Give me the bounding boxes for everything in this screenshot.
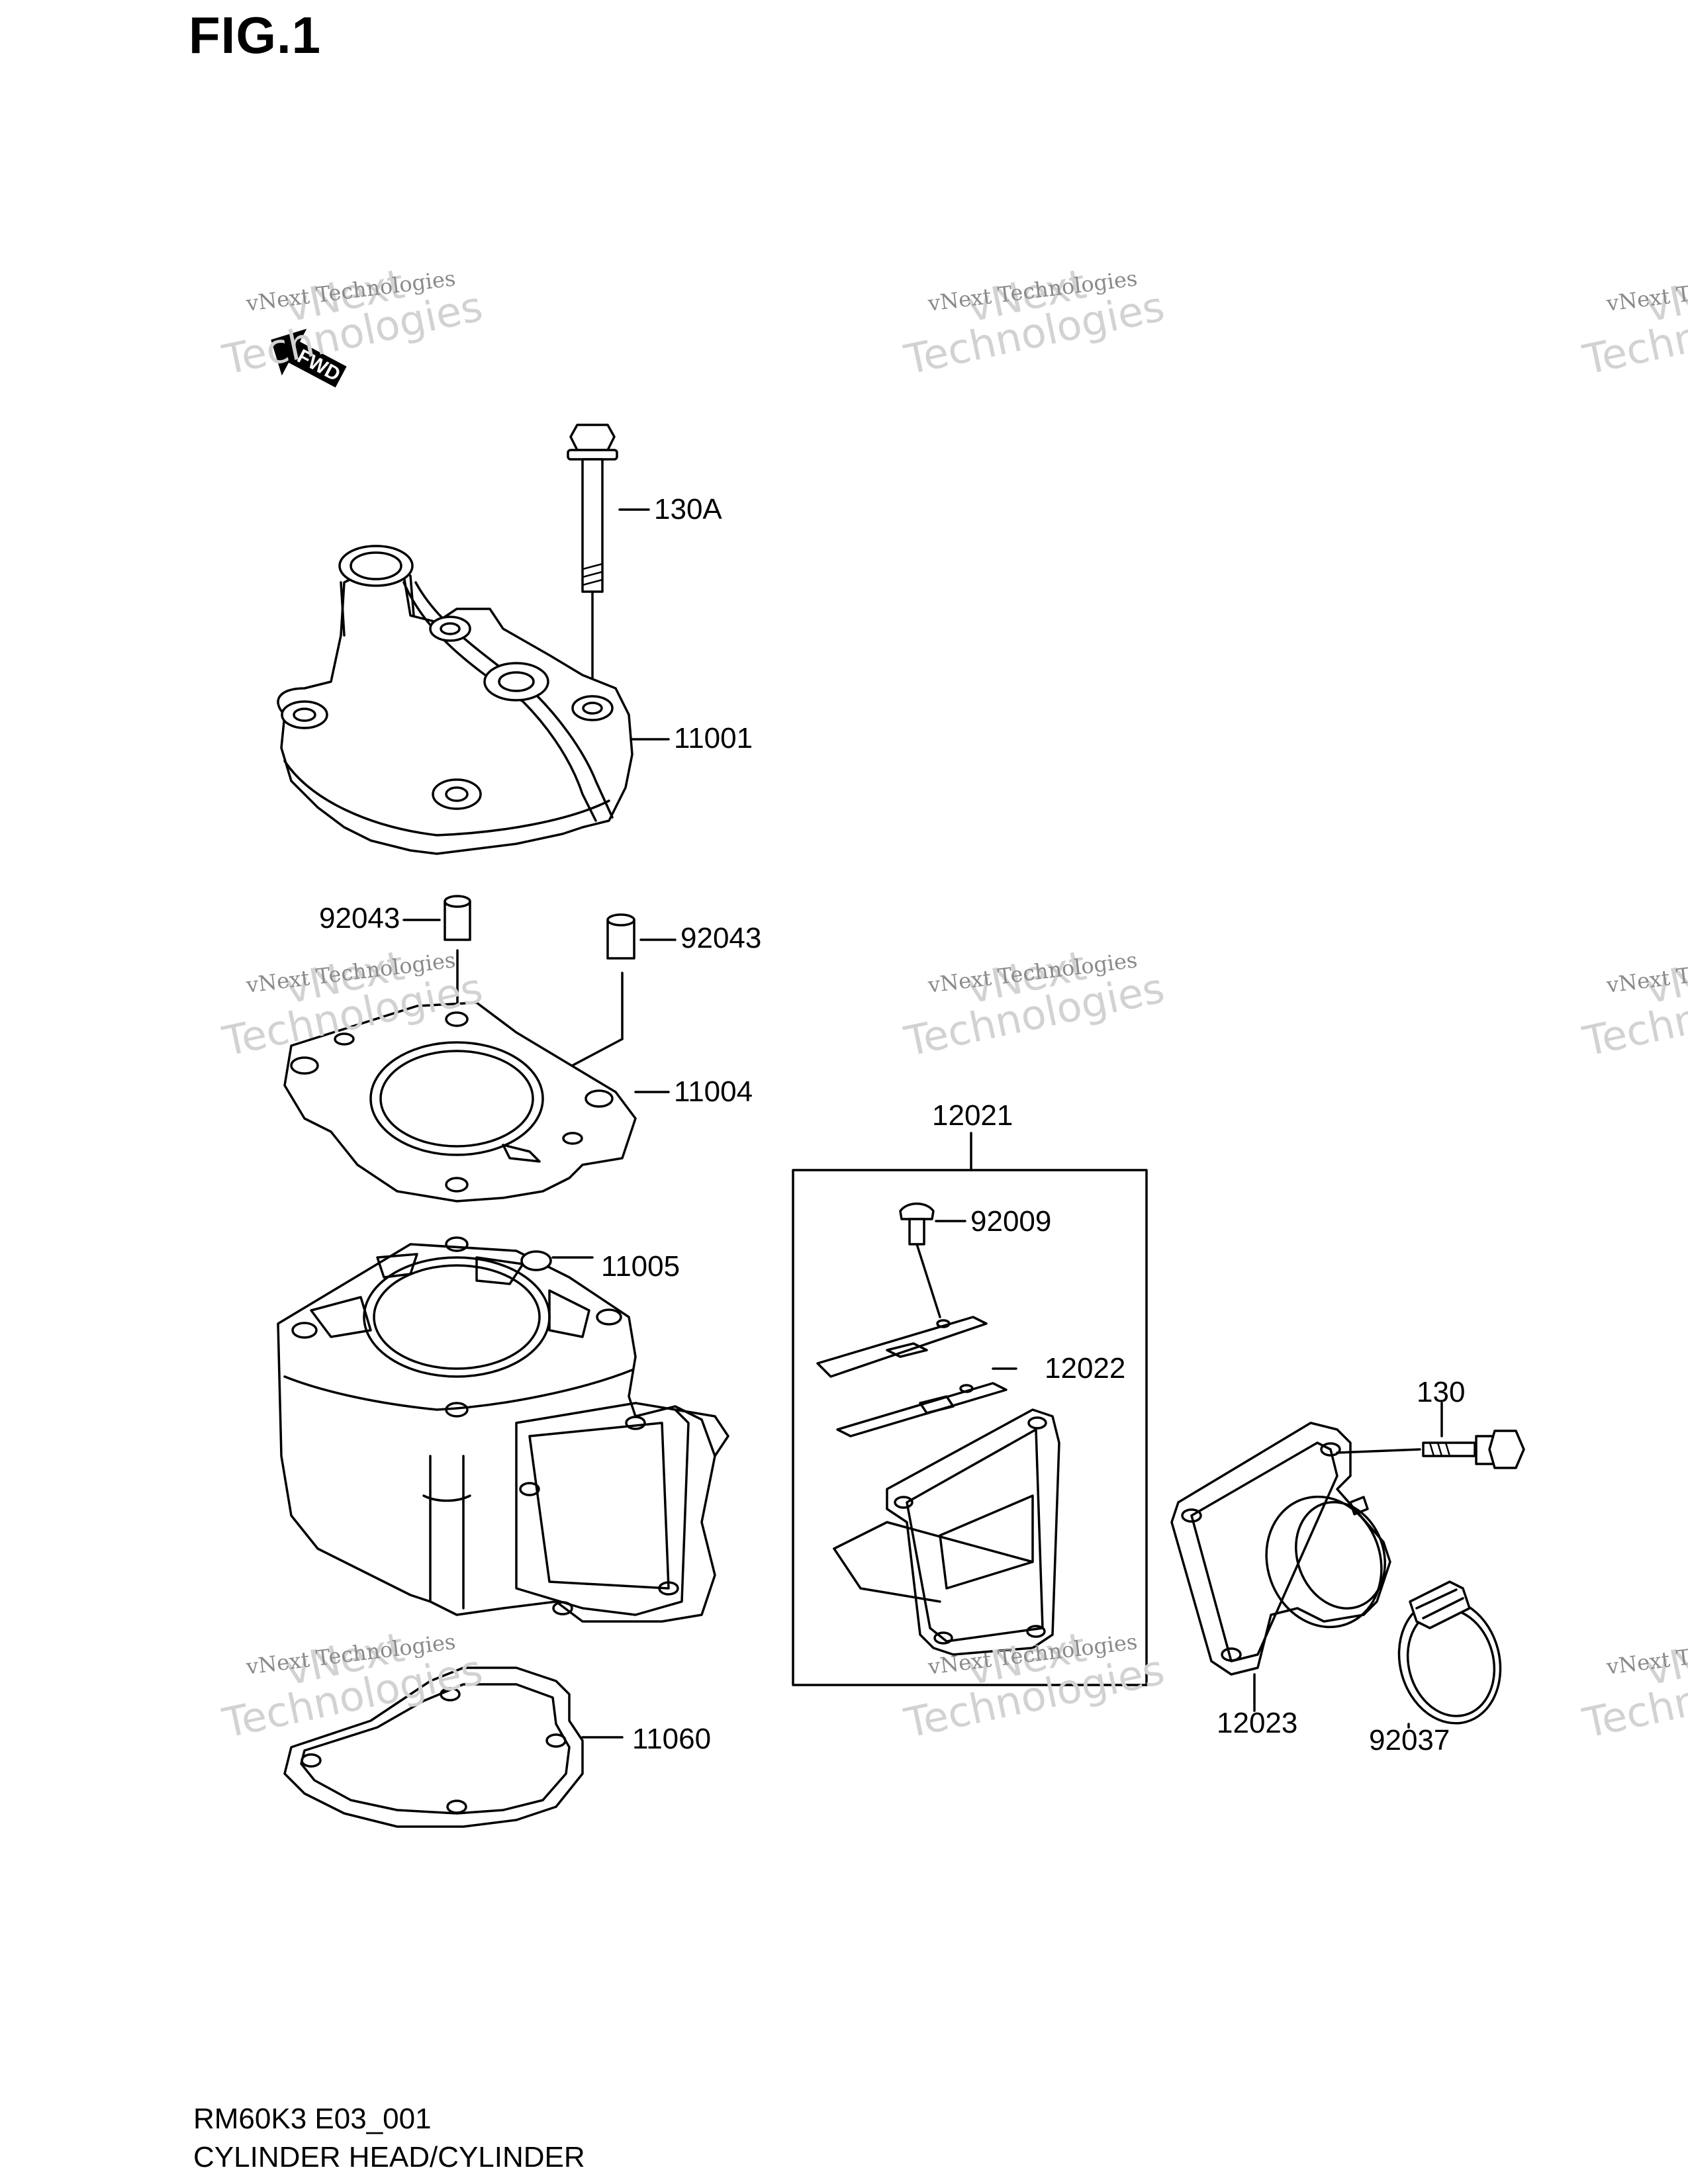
hose-clamp-92037 [1397,1580,1502,1729]
diagram-caption: CYLINDER HEAD/CYLINDER [193,2141,585,2173]
part-label-92043-left: 92043 [319,902,400,934]
part-label-11004: 11004 [674,1075,753,1108]
part-label-11005: 11005 [601,1250,680,1283]
reed-plate-12022 [816,1316,1017,1437]
cylinder-11005 [277,1236,729,1623]
part-label-92037: 92037 [1369,1724,1450,1756]
diagram-code: RM60K3 E03_001 [193,2103,432,2135]
dowel-pin-92043-left [402,895,471,1021]
reed-valve-kit-box-12021 [792,1132,1148,1686]
part-label-92043-right: 92043 [680,922,762,954]
part-label-12021: 12021 [932,1099,1013,1132]
base-gasket-11060 [283,1666,624,1828]
screw-92009 [899,1203,966,1318]
part-label-11060: 11060 [632,1723,712,1755]
reed-valve-block [833,1408,1060,1656]
bolt-130 [1336,1402,1525,1469]
fwd-label: FWD [294,345,344,386]
part-label-12022: 12022 [1045,1352,1126,1385]
part-label-12023: 12023 [1217,1707,1298,1739]
fwd-arrow-icon: FWD [271,328,347,388]
part-label-92009: 92009 [970,1205,1052,1238]
figure-title: FIG.1 [189,6,322,64]
intake-pipe-12023 [1170,1422,1391,1712]
head-gasket-11004 [283,1001,670,1203]
part-label-11001: 11001 [674,722,753,754]
bolt-130a [567,424,650,703]
part-label-130: 130 [1417,1376,1466,1408]
cylinder-head-11001 [277,545,670,855]
part-label-130a: 130A [654,493,722,525]
